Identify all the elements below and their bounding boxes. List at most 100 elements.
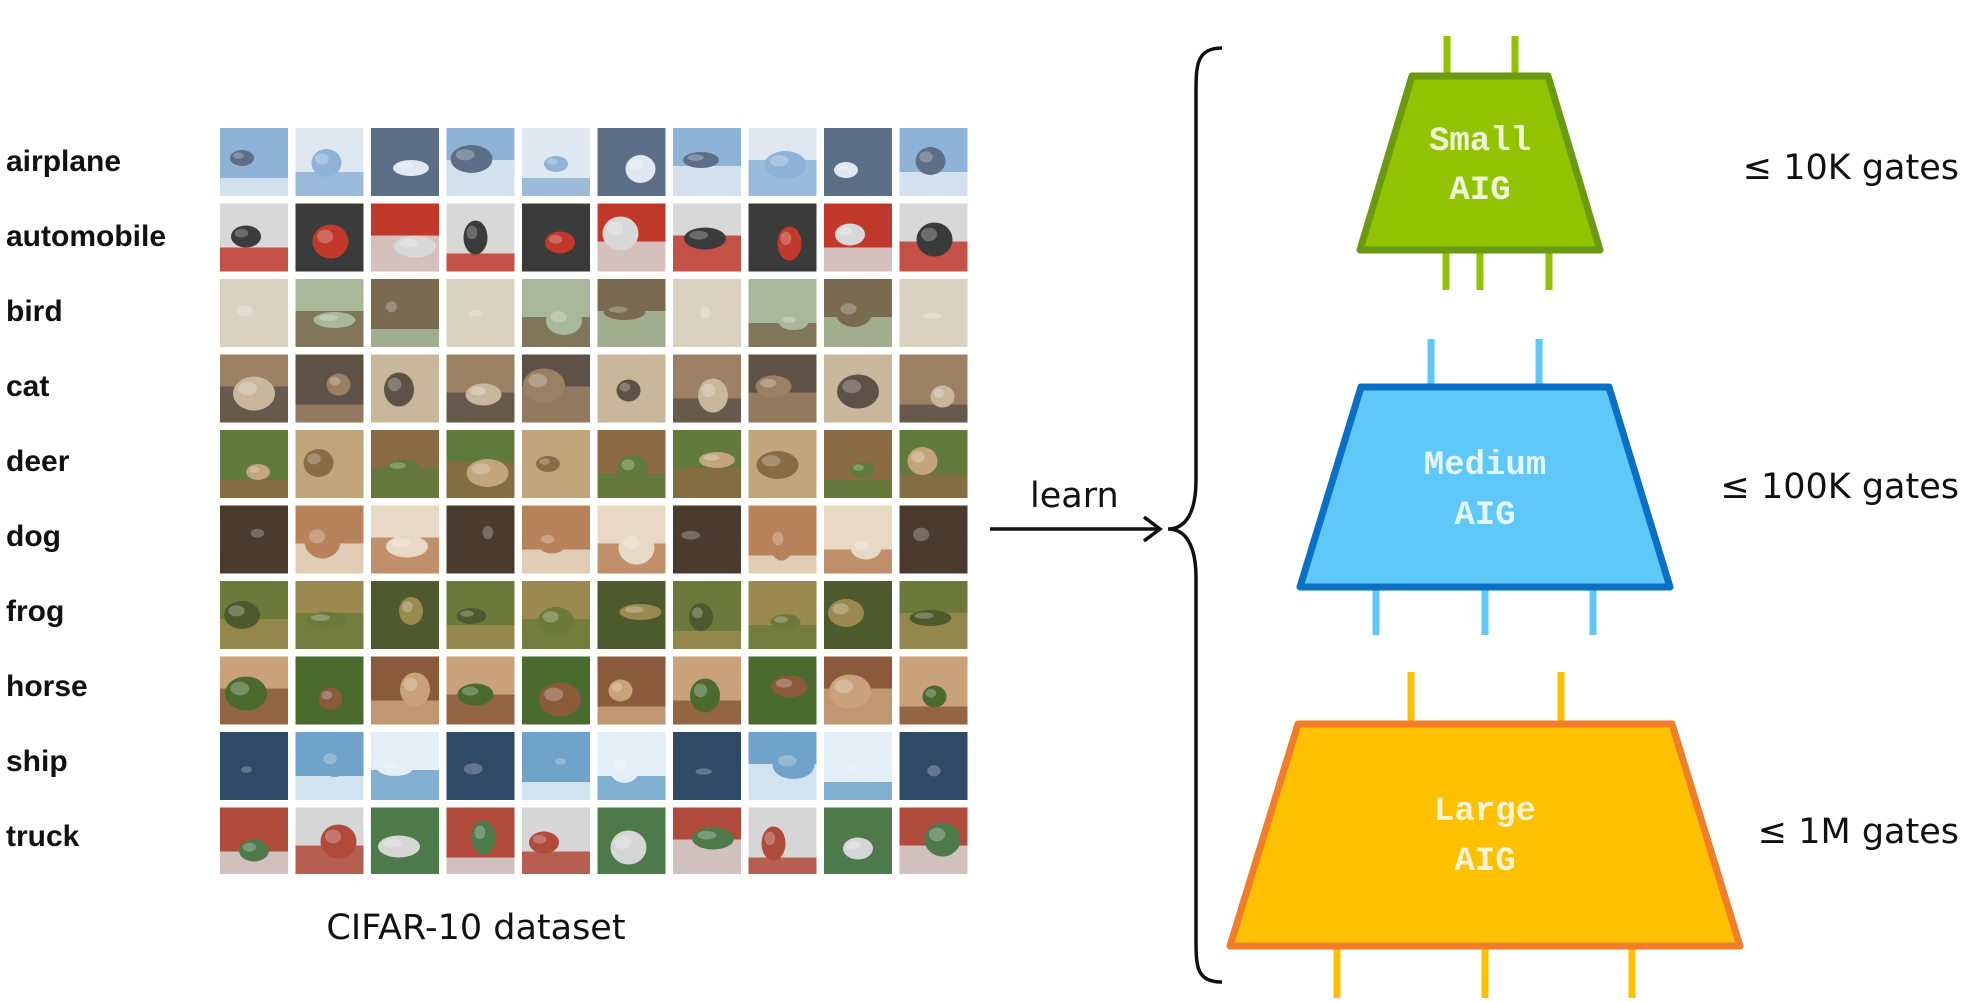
thumbnail-dog — [220, 505, 288, 574]
thumbnail-airplane — [295, 128, 364, 196]
thumbnail-truck — [295, 807, 364, 874]
aig-small-label-line2: AIG — [1449, 172, 1510, 210]
thumbnail-deer — [522, 430, 590, 498]
thumbnail-frog — [748, 581, 817, 649]
thumbnail-bird — [295, 279, 364, 347]
thumbnail-ship — [295, 732, 364, 800]
class-label-ship: ship — [6, 745, 68, 778]
thumbnail-automobile — [824, 203, 892, 272]
gates-label-small: ≤ 10K gates — [1742, 148, 1959, 188]
thumbnail-horse — [673, 656, 741, 725]
curly-brace — [1167, 46, 1223, 984]
thumbnail-frog — [371, 581, 439, 649]
thumbnail-dog — [522, 505, 590, 574]
thumbnail-horse — [748, 656, 817, 725]
thumbnail-truck — [597, 807, 666, 874]
thumbnail-bird — [824, 279, 892, 347]
thumbnail-horse — [899, 656, 968, 725]
thumbnail-deer — [371, 430, 439, 498]
thumbnail-airplane — [673, 128, 741, 196]
thumbnail-airplane — [824, 128, 892, 196]
thumbnail-bird — [371, 279, 439, 347]
thumbnail-cat — [220, 354, 288, 423]
thumbnail-airplane — [220, 128, 288, 196]
thumbnail-dog — [824, 505, 892, 574]
thumbnail-automobile — [295, 203, 364, 272]
thumbnail-deer — [673, 430, 741, 498]
thumbnail-automobile — [371, 203, 439, 272]
thumbnail-airplane — [371, 128, 439, 196]
thumbnail-deer — [597, 430, 666, 498]
thumbnail-deer — [295, 430, 364, 498]
thumbnail-bird — [522, 279, 590, 347]
thumbnail-ship — [597, 732, 666, 800]
thumbnail-truck — [446, 807, 515, 874]
thumbnail-cat — [597, 354, 666, 423]
thumbnail-cat — [824, 354, 892, 423]
learn-label: learn — [1030, 476, 1119, 516]
thumbnail-bird — [748, 279, 817, 347]
class-label-horse: horse — [6, 670, 88, 703]
aig-large-label-line1: Large — [1434, 793, 1536, 831]
thumbnail-dog — [446, 505, 515, 574]
class-label-automobile: automobile — [6, 220, 167, 253]
thumbnail-cat — [295, 354, 364, 423]
class-label-bird: bird — [6, 295, 63, 328]
thumbnail-ship — [824, 732, 892, 800]
cifar-image-grid — [220, 128, 968, 874]
thumbnail-deer — [899, 430, 968, 498]
thumbnail-dog — [899, 505, 968, 574]
class-label-deer: deer — [6, 445, 70, 478]
thumbnail-truck — [748, 807, 817, 874]
thumbnail-deer — [824, 430, 892, 498]
thumbnail-horse — [371, 656, 439, 725]
aig-small-body — [1356, 72, 1604, 254]
thumbnail-horse — [295, 656, 364, 725]
thumbnail-automobile — [446, 203, 515, 272]
thumbnail-airplane — [522, 128, 590, 196]
aig-medium-body — [1296, 383, 1674, 591]
thumbnail-frog — [597, 581, 666, 649]
thumbnail-cat — [371, 354, 439, 423]
thumbnail-frog — [220, 581, 288, 649]
aig-medium-label-line2: AIG — [1454, 497, 1515, 535]
thumbnail-airplane — [446, 128, 515, 196]
aig-large-label-line2: AIG — [1454, 843, 1515, 881]
thumbnail-airplane — [597, 128, 666, 196]
thumbnail-dog — [673, 505, 741, 574]
aig-medium-label-line1: Medium — [1424, 447, 1546, 485]
class-label-truck: truck — [6, 820, 80, 853]
dataset-caption: CIFAR-10 dataset — [326, 908, 626, 948]
thumbnail-truck — [824, 807, 892, 874]
thumbnail-automobile — [899, 203, 968, 272]
thumbnail-automobile — [522, 203, 590, 272]
thumbnail-frog — [899, 581, 968, 649]
thumbnail-truck — [371, 807, 439, 874]
class-label-cat: cat — [6, 370, 50, 403]
thumbnail-automobile — [748, 203, 817, 272]
thumbnail-horse — [446, 656, 515, 725]
thumbnail-airplane — [748, 128, 817, 196]
thumbnail-bird — [899, 279, 968, 347]
thumbnail-horse — [597, 656, 666, 725]
thumbnail-dog — [597, 505, 666, 574]
thumbnail-frog — [522, 581, 590, 649]
thumbnail-deer — [446, 430, 515, 498]
thumbnail-frog — [824, 581, 892, 649]
gates-label-large: ≤ 1M gates — [1757, 812, 1959, 852]
thumbnail-automobile — [597, 203, 666, 272]
thumbnail-cat — [446, 354, 515, 423]
thumbnail-horse — [522, 656, 590, 725]
thumbnail-cat — [899, 354, 968, 423]
thumbnail-bird — [673, 279, 741, 347]
thumbnail-ship — [522, 732, 590, 800]
thumbnail-bird — [220, 279, 288, 347]
thumbnail-truck — [673, 807, 741, 874]
thumbnail-frog — [295, 581, 364, 649]
thumbnail-truck — [899, 807, 968, 874]
thumbnail-deer — [220, 430, 288, 498]
